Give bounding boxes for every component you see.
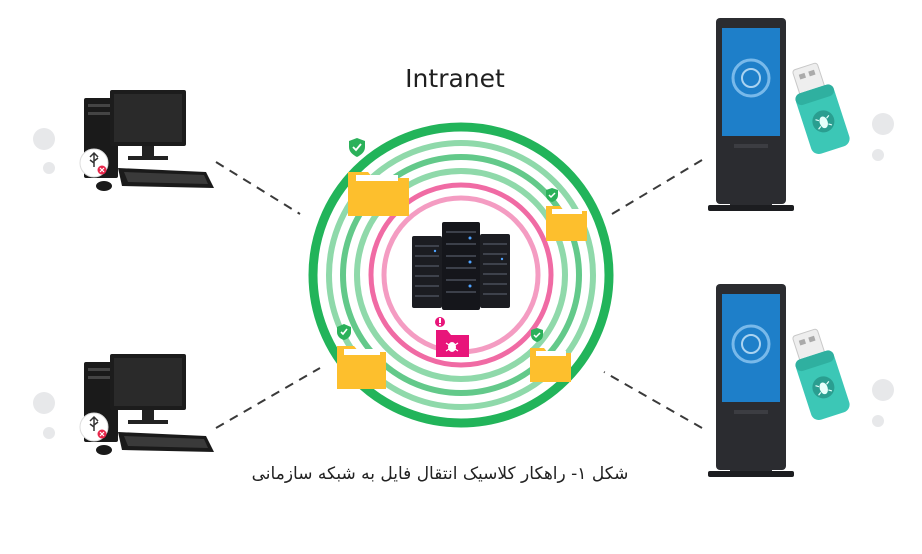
usb-blocked-badge-icon [79,148,109,178]
figure-caption: شکل ۱- راهکار کلاسیک انتقال فایل به شبکه… [251,464,629,484]
diagram-title: Intranet [405,64,505,93]
connection-lines [215,159,703,429]
usb-blocked-badge-icon [79,412,109,442]
kiosk-terminal-icon [708,284,794,477]
usb-drive-virus-icon [792,62,850,154]
server-rack-icon [412,222,510,310]
kiosk-terminal-icon [708,18,794,211]
folder-shield-check-icon [348,138,409,216]
desktop-computer-icon [84,90,214,191]
usb-drive-virus-icon [792,328,850,420]
folder-shield-check-icon [546,188,587,241]
folder-shield-check-icon [530,328,571,382]
desktop-computer-icon [84,354,214,455]
folder-shield-check-icon [337,324,386,389]
decorative-dots [33,113,894,439]
infected-folder-icon [435,317,469,357]
